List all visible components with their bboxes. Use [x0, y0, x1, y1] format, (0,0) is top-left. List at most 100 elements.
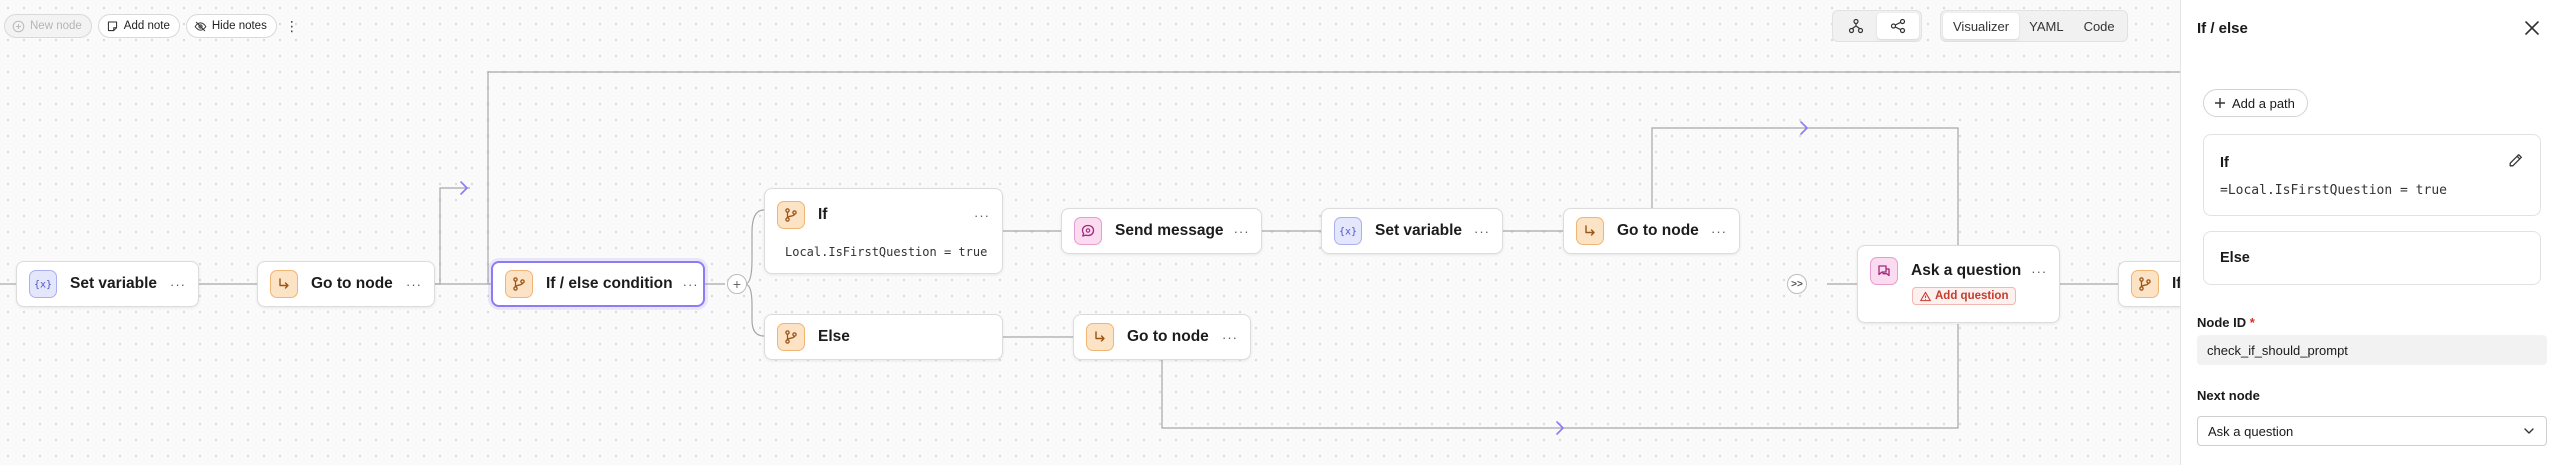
svg-text:{x}: {x}	[1340, 227, 1356, 238]
chat-bubble-icon	[1074, 217, 1102, 245]
plus-icon	[2215, 98, 2225, 108]
branch-icon	[2131, 270, 2159, 298]
edge-goto-up	[435, 187, 470, 285]
node-go-to-node[interactable]: Go to node ···	[1073, 314, 1251, 360]
if-path-expression: =Local.IsFirstQuestion = true	[2220, 183, 2447, 198]
close-icon[interactable]	[2522, 18, 2542, 38]
node-label: Set variable	[1375, 222, 1463, 239]
edge-arrow-3	[1556, 421, 1564, 435]
node-label: Go to node	[1127, 328, 1209, 345]
new-node-label: New node	[30, 20, 82, 32]
node-label: If / else condition	[546, 275, 673, 292]
chevron-down-icon	[2524, 428, 2534, 434]
warning-triangle-icon	[1920, 291, 1931, 301]
node-label: Else	[818, 328, 850, 345]
node-id-label: Node ID *	[2197, 315, 2255, 330]
node-id-field[interactable]: check_if_should_prompt	[2197, 335, 2547, 365]
tab-code[interactable]: Code	[2083, 18, 2115, 34]
node-go-to-node[interactable]: Go to node ···	[257, 261, 435, 307]
node-label: Go to node	[311, 275, 393, 292]
next-node-select[interactable]: Ask a question	[2197, 416, 2547, 446]
node-menu-button[interactable]: ···	[406, 276, 422, 292]
node-if-else-partial[interactable]: If	[2118, 261, 2180, 307]
edge-top-loop	[487, 71, 2180, 284]
node-label: If	[818, 206, 828, 223]
tab-visualizer[interactable]: Visualizer	[1943, 13, 2020, 39]
pencil-icon[interactable]	[2507, 152, 2524, 169]
layout-graph-button[interactable]	[1877, 13, 1919, 39]
new-node-button[interactable]: New node	[4, 14, 92, 38]
branch-icon	[505, 270, 533, 298]
node-label: Ask a question	[1911, 262, 2022, 279]
else-path-card[interactable]: Else	[2203, 231, 2541, 285]
chevrons-right-icon[interactable]: >>	[1787, 274, 1807, 294]
variable-icon: {x}	[29, 270, 57, 298]
next-node-value: Ask a question	[2208, 423, 2294, 439]
edge-goto3-loop	[1161, 324, 1959, 429]
node-menu-button[interactable]: ···	[2031, 263, 2048, 279]
if-condition-text: Local.IsFirstQuestion = true	[785, 245, 988, 259]
add-path-button[interactable]: Add a path	[2203, 89, 2308, 117]
flow-edges	[0, 71, 2180, 435]
next-node-label: Next node	[2197, 388, 2260, 403]
view-switch: Visualizer YAML Code	[1940, 10, 2128, 42]
layout-toggle	[1832, 10, 1922, 42]
node-send-message[interactable]: Send message ···	[1061, 208, 1262, 254]
svg-text:{x}: {x}	[35, 280, 51, 291]
node-menu-button[interactable]: ···	[1474, 223, 1490, 239]
branch-icon	[777, 323, 805, 351]
hide-notes-label: Hide notes	[211, 20, 267, 32]
edge-plus-if	[744, 209, 765, 285]
add-note-button[interactable]: Add note	[97, 14, 180, 38]
node-if-branch[interactable]: If ··· Local.IsFirstQuestion = true	[764, 188, 1003, 274]
add-question-warning[interactable]: Add question	[1912, 287, 2017, 305]
node-menu-button[interactable]: ···	[1233, 223, 1250, 239]
node-set-variable[interactable]: {x} Set variable ···	[16, 261, 199, 307]
eye-off-icon	[194, 21, 207, 31]
required-marker: *	[2249, 315, 2255, 330]
node-label: If	[2172, 275, 2180, 292]
edge-arrow-1	[460, 181, 468, 195]
layout-tree-button[interactable]	[1835, 13, 1877, 39]
more-vertical-icon[interactable]: ⋮	[284, 17, 299, 34]
node-label: Send message	[1115, 222, 1224, 239]
node-menu-button[interactable]: ···	[1222, 329, 1238, 345]
node-if-else-condition[interactable]: If / else condition ···	[491, 261, 705, 307]
if-path-title: If	[2220, 155, 2229, 171]
branch-icon	[777, 201, 805, 229]
node-menu-button[interactable]: ···	[974, 207, 990, 223]
node-menu-button[interactable]: ···	[682, 276, 699, 292]
else-path-title: Else	[2220, 250, 2250, 266]
add-note-label: Add note	[123, 20, 170, 32]
node-label: Set variable	[70, 275, 158, 292]
plus-circle-icon	[12, 20, 25, 32]
node-label: Go to node	[1617, 222, 1699, 239]
variable-icon: {x}	[1334, 217, 1362, 245]
add-branch-plus-icon[interactable]: +	[727, 274, 747, 294]
note-icon	[107, 21, 117, 31]
if-path-card[interactable]: If =Local.IsFirstQuestion = true	[2203, 134, 2541, 216]
node-else-branch[interactable]: Else	[764, 314, 1003, 360]
tab-yaml[interactable]: YAML	[2029, 18, 2064, 34]
add-path-label: Add a path	[2232, 95, 2295, 111]
node-menu-button[interactable]: ···	[170, 276, 186, 292]
node-menu-button[interactable]: ···	[1711, 223, 1727, 239]
edge-goto2-loop	[1651, 127, 1959, 248]
hierarchy-icon	[1848, 18, 1864, 34]
node-ask-question[interactable]: Ask a question ··· Add question	[1857, 245, 2060, 323]
edge-plus-else	[744, 283, 765, 337]
node-id-value: check_if_should_prompt	[2207, 342, 2348, 358]
flow-canvas[interactable]: New node Add note Hide notes ⋮ Visualize…	[0, 0, 2180, 465]
add-question-label: Add question	[1935, 290, 2009, 302]
share-nodes-icon	[1890, 18, 1906, 34]
arrow-turn-icon	[1086, 323, 1114, 351]
question-bubble-icon	[1870, 257, 1898, 285]
node-id-label-text: Node ID	[2197, 315, 2247, 330]
node-go-to-node[interactable]: Go to node ···	[1563, 208, 1740, 254]
hide-notes-button[interactable]: Hide notes	[185, 14, 277, 38]
node-set-variable[interactable]: {x} Set variable ···	[1321, 208, 1503, 254]
edge-arrow-2	[1800, 121, 1808, 135]
arrow-turn-icon	[1576, 217, 1604, 245]
panel-title: If / else	[2197, 20, 2248, 37]
arrow-turn-icon	[270, 270, 298, 298]
